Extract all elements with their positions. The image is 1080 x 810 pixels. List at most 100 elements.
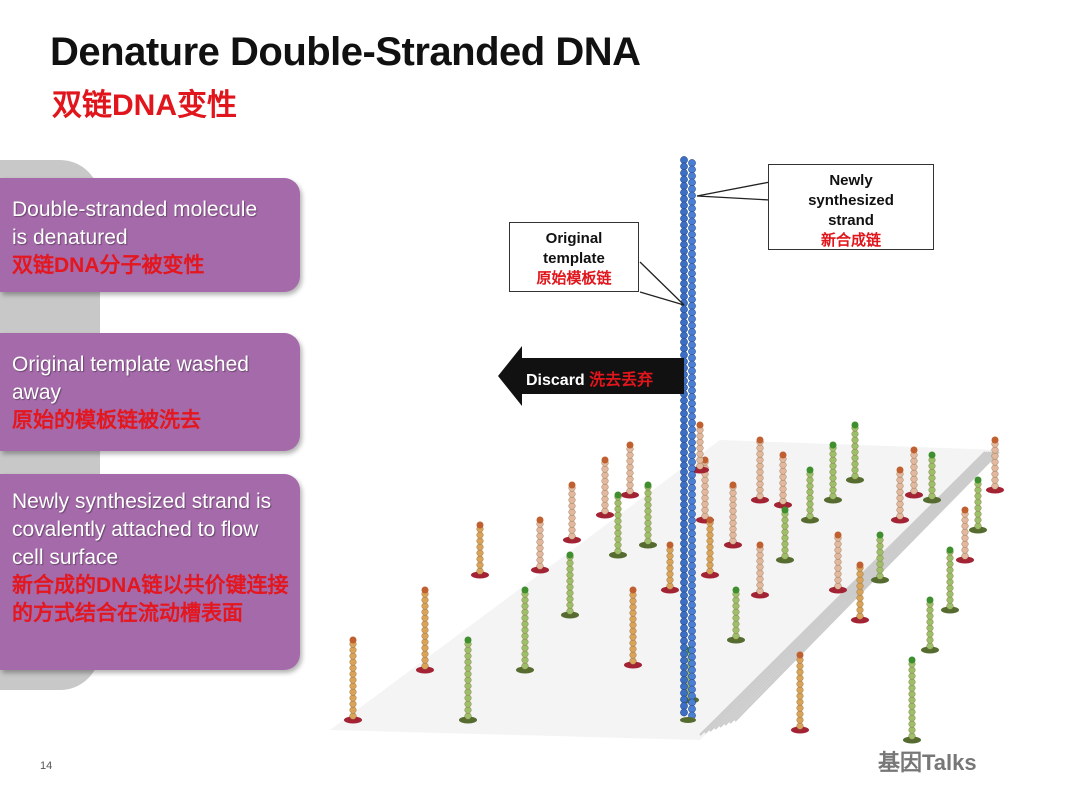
strand-anchor [851, 616, 869, 624]
nucleotide-bead [614, 517, 622, 525]
nucleotide-bead [688, 484, 696, 492]
nucleotide-bead [629, 639, 637, 647]
nucleotide-bead [626, 469, 634, 477]
nucleotide-bead [421, 602, 429, 610]
nucleotide-bead [566, 595, 574, 603]
nucleotide-bead [688, 321, 696, 330]
nucleotide-bead [680, 279, 688, 288]
nucleotide-bead [688, 640, 696, 648]
nucleotide-bead [910, 463, 918, 471]
nucleotide-bead [521, 602, 529, 610]
nucleotide-bead [688, 601, 696, 609]
nucleotide-bead [521, 650, 529, 658]
strand-tip [626, 441, 634, 449]
nucleotide-bead [806, 488, 814, 496]
nucleotide-bead [680, 546, 688, 554]
strand-anchor [986, 486, 1004, 494]
nucleotide-bead [732, 608, 740, 616]
nucleotide-bead [974, 486, 982, 494]
strand-anchor [751, 496, 769, 504]
strand-tip [834, 531, 842, 539]
nucleotide-bead [680, 312, 688, 320]
dna-cluster-strand [923, 451, 941, 504]
nucleotide-bead [688, 341, 696, 349]
nucleotide-bead [910, 469, 918, 477]
nucleotide-bead [688, 529, 696, 538]
dna-cluster-strand [563, 481, 581, 544]
nucleotide-bead [701, 482, 709, 490]
dna-cluster-strand [459, 636, 477, 724]
nucleotide-bead [601, 471, 609, 479]
nucleotide-bead [688, 607, 696, 616]
nucleotide-bead [688, 633, 696, 642]
nucleotide-bead [856, 600, 864, 608]
nucleotide-bead [614, 547, 622, 555]
nucleotide-bead [629, 645, 637, 653]
nucleotide-bead [680, 552, 688, 561]
nucleotide-bead [688, 419, 696, 427]
nucleotide-bead [701, 488, 709, 496]
nucleotide-bead [756, 575, 764, 583]
nucleotide-bead [680, 559, 688, 567]
nucleotide-bead [896, 482, 904, 490]
nucleotide-bead [696, 438, 704, 446]
strand-anchor [459, 716, 477, 724]
panel-text-zh: 新合成的DNA链以共价键连接的方式结合在流动槽表面 [12, 574, 289, 625]
nucleotide-bead [629, 627, 637, 635]
strand-anchor [801, 516, 819, 524]
nucleotide-bead [781, 546, 789, 554]
nucleotide-bead [961, 540, 969, 548]
nucleotide-bead [974, 516, 982, 524]
nucleotide-bead [566, 607, 574, 615]
nucleotide-bead [688, 510, 696, 518]
nucleotide-bead [829, 450, 837, 458]
nucleotide-bead [796, 680, 804, 688]
nucleotide-bead [614, 523, 622, 531]
dna-cluster-strand [661, 541, 679, 594]
panel-text-en: Original template washed away [12, 353, 249, 404]
strand-anchor [846, 476, 864, 484]
nucleotide-bead [688, 315, 696, 323]
nucleotide-bead [779, 461, 787, 469]
nucleotide-bead [926, 642, 934, 650]
nucleotide-bead [876, 548, 884, 556]
nucleotide-bead [680, 461, 688, 470]
nucleotide-bead [680, 702, 688, 710]
nucleotide-bead [961, 546, 969, 554]
nucleotide-bead [680, 442, 688, 450]
nucleotide-bead [851, 466, 859, 474]
nucleotide-bead [991, 470, 999, 478]
nucleotide-bead [876, 542, 884, 550]
nucleotide-bead [680, 487, 688, 496]
nucleotide-bead [349, 700, 357, 708]
strand-anchor [471, 571, 489, 579]
strand-tip [732, 586, 740, 594]
nucleotide-bead [644, 495, 652, 503]
nucleotide-bead [680, 273, 688, 281]
nucleotide-bead [521, 614, 529, 622]
nucleotide-bead [688, 705, 696, 713]
strand-anchor [921, 646, 939, 654]
nucleotide-bead [476, 549, 484, 557]
nucleotide-bead [688, 412, 696, 421]
nucleotide-bead [688, 211, 696, 219]
nucleotide-bead [421, 650, 429, 658]
strand-tip [781, 506, 789, 514]
strand-tip [946, 546, 954, 554]
nucleotide-bead [521, 596, 529, 604]
nucleotide-bead [908, 720, 916, 728]
nucleotide-bead [680, 214, 688, 223]
nucleotide-bead [779, 485, 787, 493]
strand-tip [876, 531, 884, 539]
nucleotide-bead [680, 598, 688, 606]
nucleotide-bead [732, 602, 740, 610]
nucleotide-bead [961, 534, 969, 542]
nucleotide-bead [566, 583, 574, 591]
nucleotide-bead [779, 491, 787, 499]
nucleotide-bead [876, 554, 884, 562]
nucleotide-bead [701, 476, 709, 484]
nucleotide-bead [946, 578, 954, 586]
nucleotide-bead [829, 480, 837, 488]
surface-track [714, 451, 992, 730]
nucleotide-bead [796, 662, 804, 670]
